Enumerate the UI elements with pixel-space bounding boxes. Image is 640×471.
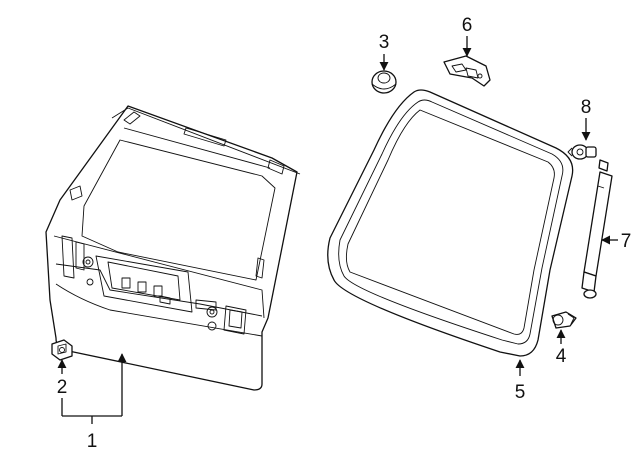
hinge-bracket-part: [443, 55, 491, 87]
support-strut-part: [581, 159, 613, 299]
callout-1: 1: [87, 431, 98, 452]
callout-8: 8: [581, 97, 592, 118]
callout-5: 5: [515, 382, 526, 403]
callout-4: 4: [556, 346, 567, 367]
callout-labels: 1 2 3 4 5 6 7 8: [57, 15, 632, 452]
weatherstrip-part: [327, 89, 574, 357]
bumper-stop-part: [51, 339, 73, 361]
callout-2: 2: [57, 377, 68, 398]
leader-lines: [57, 36, 618, 424]
liftgate-part: [45, 105, 301, 391]
ball-stud-part: [567, 144, 597, 160]
cap-part: [371, 70, 397, 94]
bumper-stud-part: [551, 311, 577, 329]
callout-7: 7: [621, 231, 632, 252]
callout-3: 3: [379, 32, 390, 53]
callout-6: 6: [462, 15, 473, 36]
